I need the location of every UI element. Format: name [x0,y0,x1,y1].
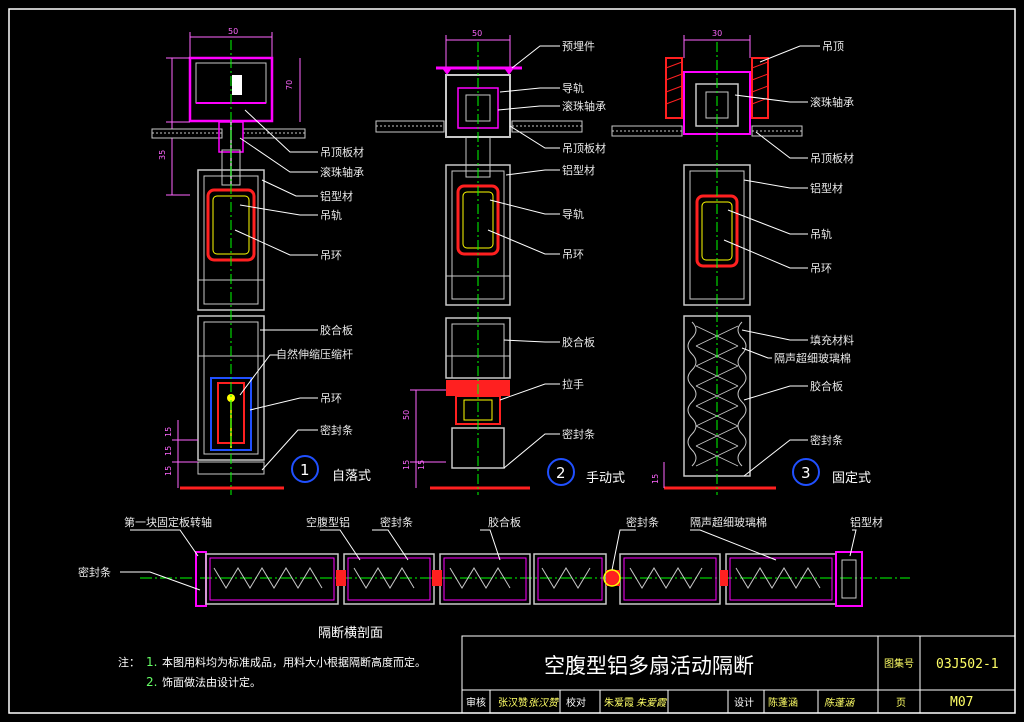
section-1-number: 1 [300,461,310,479]
tb-designer-role: 设计 [734,696,754,709]
section-2-number: 2 [556,464,566,482]
s1-label-7: 吊环 [320,392,342,405]
plan-label-6: 铝型材 [850,515,883,529]
section-2-caption: 手动式 [586,471,625,486]
s1-label-2: 铝型材 [320,189,353,203]
s3-label-9: 密封条 [810,433,843,447]
page-label: 页 [896,697,906,709]
s1-label-6: 自然伸缩压缩杆 [276,347,353,361]
plan-label-7: 密封条 [78,565,111,579]
s3-label-3: 铝型材 [810,181,843,195]
s3-label-0: 吊顶 [822,40,844,53]
tb-checker-name: 朱爱霞 [604,696,634,709]
tb-designer-name: 陈蓬涵 [768,696,798,709]
s2-label-2: 滚珠轴承 [562,99,606,113]
s2-label-5: 导轨 [562,207,584,221]
s2-label-1: 导轨 [562,81,584,95]
plan-label-3: 胶合板 [488,515,521,529]
s1-label-8: 密封条 [320,423,353,437]
s3-label-8: 胶合板 [810,379,843,393]
tb-checker-sign: 朱爱霞 [636,697,667,709]
s2-label-6: 吊环 [562,248,584,261]
plan-label-0: 第一块固定板转轴 [124,515,212,529]
title-block [461,635,1016,714]
s3-label-5: 吊环 [810,262,832,275]
dim-s1-b2: 15 [164,446,173,456]
section-2-marker [547,458,575,486]
dim-s2-b2: 15 [402,460,411,470]
dim-s1-b1: 15 [164,427,173,437]
note-1-number: 1. [146,655,157,669]
drawing-title: 空腹型铝多扇活动隔断 [544,654,754,678]
s3-label-4: 吊轨 [810,227,832,241]
section-1-marker [291,455,319,483]
dim-s1-left: 35 [158,150,167,160]
section-1-drawing: 50 70 35 [151,27,318,495]
atlas-number: 03J502-1 [936,657,999,672]
s2-label-8: 拉手 [562,377,584,391]
s3-label-6: 填充材料 [810,333,854,347]
tb-checker-role: 校对 [566,696,586,709]
dim-s2-b1: 50 [402,410,411,420]
section-3-drawing: 30 [611,29,820,495]
notes-prefix: 注： [118,655,140,669]
dim-s2-b3: 15 [417,460,426,470]
plan-caption: 隔断横剖面 [318,626,383,641]
note-2-text: 饰面做法由设计定。 [162,675,261,689]
section-3-number: 3 [801,464,811,482]
s3-label-2: 吊顶板材 [810,151,854,165]
dim-s1-b3: 15 [164,466,173,476]
section-2-drawing: 50 50 15 [375,29,583,495]
s2-label-4: 铝型材 [562,163,595,177]
s1-label-3: 吊轨 [320,208,342,222]
plan-label-2: 密封条 [380,515,413,529]
section-3-caption: 固定式 [832,471,871,486]
dim-s1-top: 50 [228,27,238,36]
s1-label-5: 胶合板 [320,323,353,337]
s1-label-0: 吊顶板材 [320,145,364,159]
s1-label-1: 滚珠轴承 [320,165,364,179]
tb-designer-sign: 陈蓬涵 [824,697,855,709]
s1-label-4: 吊环 [320,249,342,262]
section-1-caption: 自落式 [332,469,371,484]
plan-label-1: 空腹型铝 [306,515,350,529]
s3-label-1: 滚珠轴承 [810,95,854,109]
dim-s3-b1: 15 [651,474,660,484]
s2-label-3: 吊顶板材 [562,141,606,155]
tb-reviewer-name: 张汉赞 [498,696,528,709]
s3-label-7: 隔声超细玻璃棉 [774,351,851,365]
plan-label-5: 隔声超细玻璃棉 [690,515,767,529]
s2-label-9: 密封条 [562,427,595,441]
page-number: M07 [950,695,973,710]
dim-s1-right: 70 [285,80,294,90]
tb-reviewer-sign: 张汉赞 [528,697,560,709]
dim-s2-top: 50 [472,29,482,38]
s2-label-7: 胶合板 [562,335,595,349]
plan-section-drawing [120,529,910,607]
note-1-text: 本图用料均为标准成品，用料大小根据隔断高度而定。 [162,655,426,669]
plan-label-4: 密封条 [626,515,659,529]
tb-reviewer-role: 审核 [466,696,486,709]
section-3-marker [792,458,820,486]
drawing-border [8,8,1016,714]
atlas-number-label: 图集号 [884,657,914,670]
s2-label-0: 预埋件 [562,40,595,53]
note-2-number: 2. [146,675,157,689]
dim-s3-top: 30 [712,29,722,38]
